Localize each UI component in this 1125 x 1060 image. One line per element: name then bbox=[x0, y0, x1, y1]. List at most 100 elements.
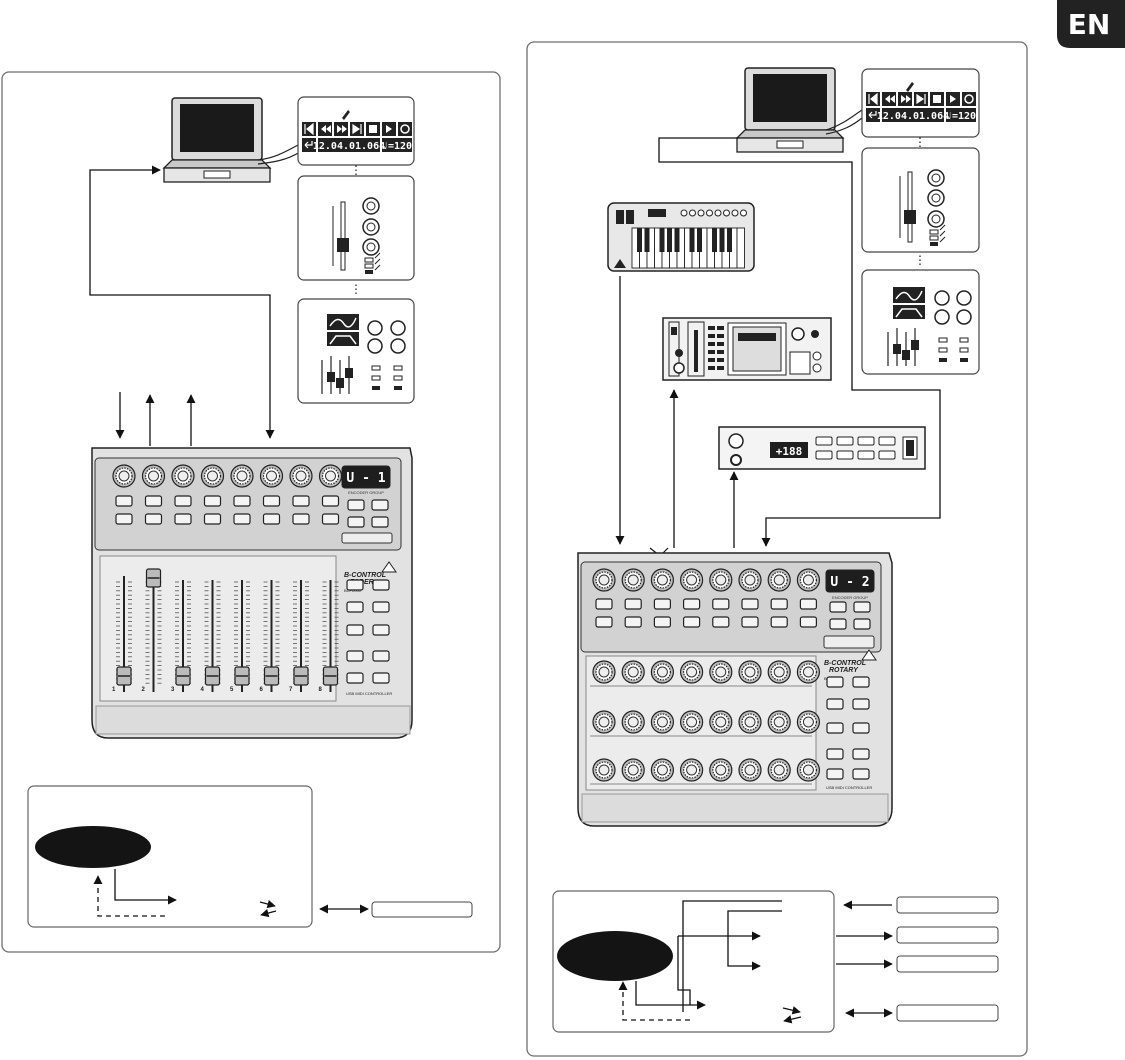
bcr2000-encoder-knob bbox=[621, 660, 645, 684]
right-output-box-a bbox=[896, 926, 999, 944]
left-eq-plugin-panel bbox=[297, 298, 415, 404]
svg-text:⋮: ⋮ bbox=[350, 282, 362, 296]
rack-button bbox=[717, 334, 724, 338]
bcf2000-encoder-knob bbox=[200, 464, 225, 488]
bcr2000-encoder-knob bbox=[796, 710, 821, 734]
bcr2000-channel-button bbox=[595, 598, 613, 610]
bcf2000-channel-button bbox=[144, 495, 163, 507]
bcf2000-encoder-knob bbox=[171, 464, 195, 488]
keyboard-knob bbox=[714, 209, 722, 217]
fx-unit-button bbox=[815, 436, 833, 446]
bcr2000-encoder-knob bbox=[709, 660, 733, 684]
rack-button bbox=[717, 326, 724, 330]
keyboard-white-key bbox=[736, 227, 745, 269]
bcr2000-encoder-knob bbox=[592, 710, 616, 734]
keyboard-black-key bbox=[637, 228, 642, 252]
right-laptop bbox=[736, 67, 844, 153]
fx-unit-button bbox=[878, 436, 896, 446]
left-tempo-readout: ♩=120 bbox=[382, 141, 412, 152]
fx-unit: +188 bbox=[718, 426, 926, 470]
right-legend bbox=[552, 890, 835, 1033]
bcr2000-channel-button bbox=[741, 616, 759, 628]
rack-processor bbox=[662, 317, 832, 381]
right-eq-plugin-panel bbox=[861, 269, 980, 375]
bcr2000-encoder-knob bbox=[738, 758, 762, 782]
bcr2000-encoder-knob bbox=[767, 710, 791, 734]
svg-text:⋮: ⋮ bbox=[914, 135, 926, 149]
bcf2000-channel-button bbox=[144, 513, 163, 525]
bcr2000-encoder-knob bbox=[679, 758, 704, 782]
bcf2000-channel-number: 3 bbox=[171, 687, 175, 693]
bcr2000-encoder-knob bbox=[767, 758, 791, 782]
right-io-box bbox=[896, 1004, 999, 1022]
bcr2000-channel-button bbox=[712, 616, 730, 628]
rack-button bbox=[717, 342, 724, 346]
bcr2000-top-encoder-knob bbox=[796, 568, 821, 592]
fx-unit-button bbox=[815, 450, 833, 460]
bcr2000-top-encoder-knob bbox=[767, 568, 791, 592]
bcf2000-channel-number: 6 bbox=[260, 687, 264, 693]
bcf2000-encoder-knob bbox=[230, 464, 254, 488]
keyboard-black-key bbox=[727, 228, 732, 252]
left-fader-plugin-panel bbox=[297, 175, 415, 281]
bcr2000-encoder-knob bbox=[679, 710, 704, 734]
keyboard-black-key bbox=[689, 228, 695, 252]
bcr2000-encoder-knob bbox=[709, 758, 733, 782]
keyboard-black-key bbox=[659, 228, 665, 252]
bcr2000-group-label: ENCODER GROUP bbox=[832, 595, 868, 600]
bcr2000-encoder-knob bbox=[679, 660, 704, 684]
keyboard-black-key bbox=[644, 228, 650, 252]
bcf2000-channel-button bbox=[262, 495, 281, 507]
bcr2000-channel-button bbox=[770, 616, 788, 628]
bcr2000-encoder-knob bbox=[738, 660, 762, 684]
bcf2000-channel-button bbox=[115, 513, 133, 525]
right-tempo-readout: ♩=120 bbox=[946, 111, 976, 122]
bcr2000-channel-button bbox=[741, 598, 759, 610]
bcr2000-encoder-knob bbox=[621, 710, 645, 734]
bcr2000-channel-button bbox=[799, 598, 818, 610]
rack-button bbox=[708, 366, 715, 370]
bcr2000-encoder-knob bbox=[650, 710, 675, 734]
bcf2000-channel-number: 4 bbox=[201, 687, 205, 693]
bcf2000-channel-button bbox=[292, 513, 310, 525]
bcr2000-channel-button bbox=[770, 598, 788, 610]
bcf2000-channel-button bbox=[262, 513, 281, 525]
bcr2000-top-encoder-knob bbox=[650, 568, 675, 592]
bcr2000-encoder-knob bbox=[592, 758, 616, 782]
left-legend-ellipse bbox=[35, 826, 151, 868]
bcf2000-unit-display: U - 1 bbox=[346, 471, 385, 486]
bcr2000-encoder-knob bbox=[738, 710, 762, 734]
bcf2000-channel-button bbox=[203, 513, 222, 525]
bcr2000-top-encoder-knob bbox=[738, 568, 762, 592]
svg-text:⋮: ⋮ bbox=[914, 253, 926, 267]
bcf2000-channel-button bbox=[174, 513, 192, 525]
language-badge-label: EN bbox=[1068, 8, 1111, 41]
bcr2000-channel-button bbox=[595, 616, 613, 628]
left-legend bbox=[27, 785, 313, 928]
bcf2000-channel-number: 8 bbox=[319, 687, 323, 693]
bcr2000-top-encoder-knob bbox=[679, 568, 704, 592]
bcr2000-model-name: ROTARY bbox=[829, 667, 859, 674]
bcr2000-channel-button bbox=[682, 598, 701, 610]
keyboard-knob bbox=[731, 209, 739, 217]
left-output-box bbox=[371, 901, 473, 918]
bcr2000-encoder-knob bbox=[592, 660, 616, 684]
bcf2000-channel-number: 5 bbox=[230, 687, 234, 693]
bcr2000-top-encoder-knob bbox=[709, 568, 733, 592]
bcr2000-channel-button bbox=[624, 616, 642, 628]
bcr2000-encoder-knob bbox=[796, 660, 821, 684]
bcf2000-channel-button bbox=[203, 495, 222, 507]
keyboard-black-key bbox=[697, 228, 702, 252]
rack-button bbox=[708, 350, 715, 354]
bcr2000-top-encoder-knob bbox=[621, 568, 645, 592]
keyboard-black-key bbox=[667, 228, 672, 252]
svg-text:⋮: ⋮ bbox=[350, 163, 362, 177]
bcr2000-encoder-knob bbox=[650, 660, 675, 684]
keyboard-black-key bbox=[674, 228, 680, 252]
left-position-readout: 12.04.01.064 bbox=[313, 141, 385, 152]
keyboard-knob bbox=[706, 209, 713, 217]
right-fader-plugin-panel bbox=[861, 147, 980, 253]
keyboard-knob bbox=[740, 209, 747, 217]
bcr2000-unit-display: U - 2 bbox=[830, 575, 869, 590]
bcf2000-footer-label: USB MIDI CONTROLLER bbox=[346, 691, 392, 696]
